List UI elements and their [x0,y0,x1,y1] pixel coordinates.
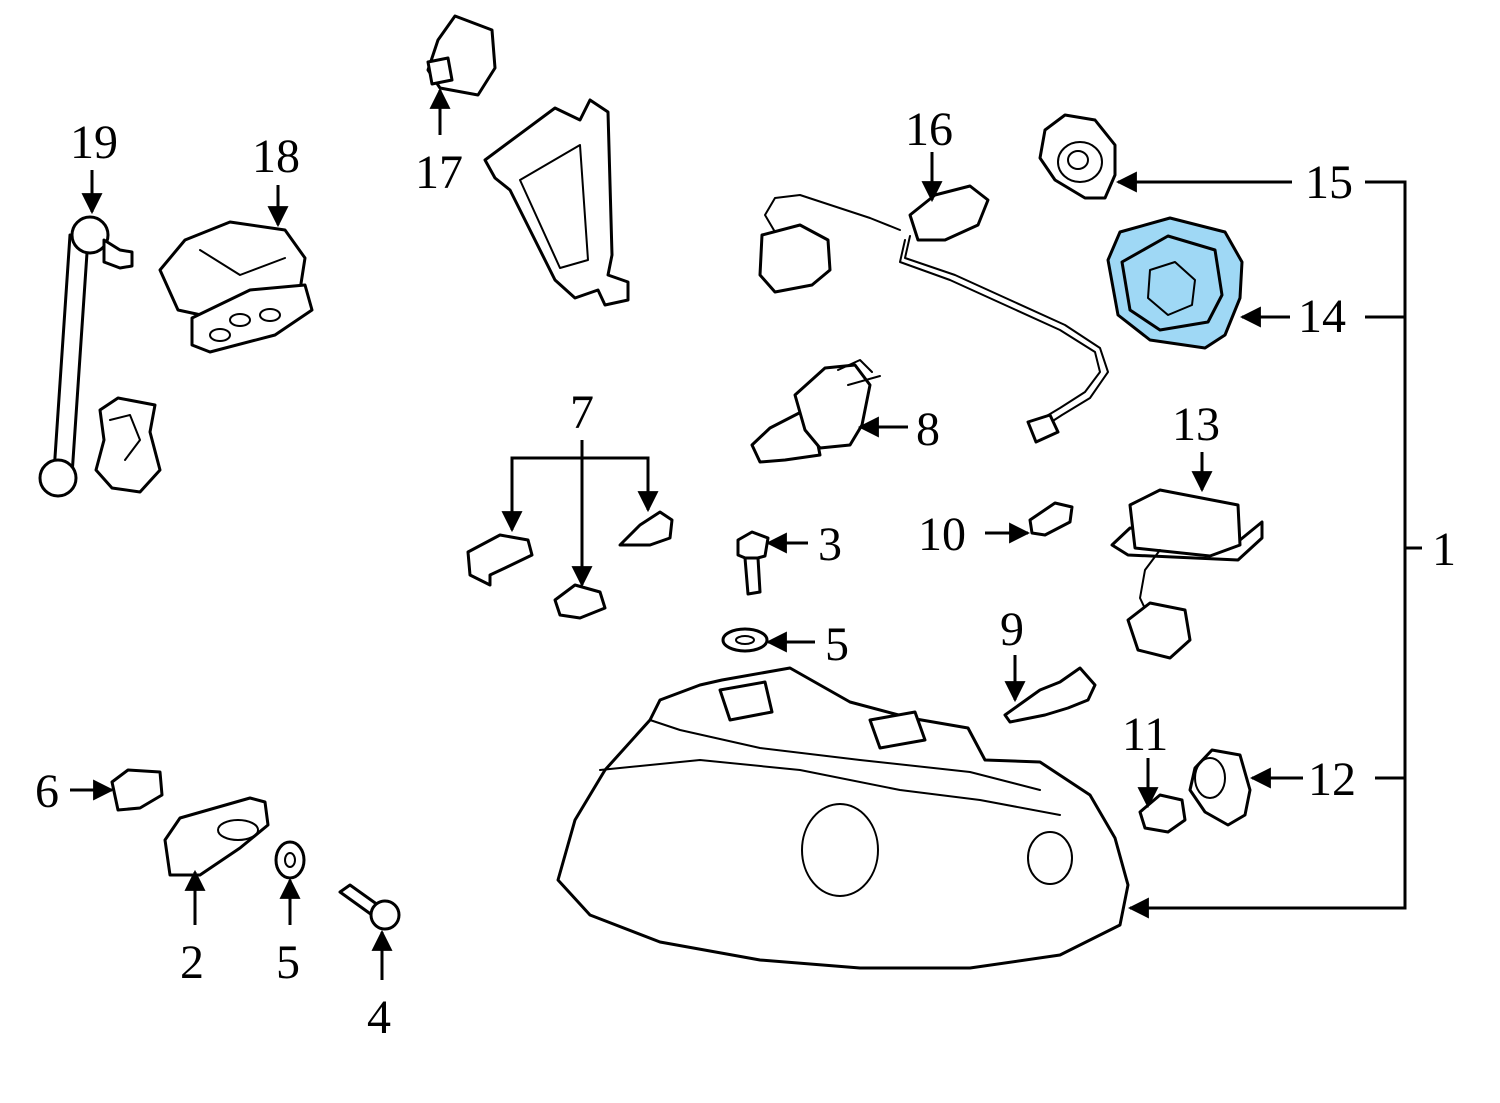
callout-9: 9 [1000,603,1024,656]
part-1-headlamp-assembly[interactable] [556,666,1130,970]
part-5-washer-b[interactable] [274,840,306,880]
part-6-clip[interactable] [110,768,164,812]
callout-7: 7 [570,386,594,439]
callout-5-upper: 5 [825,618,849,671]
leader-arrows [70,87,1303,980]
part-7-clips[interactable] [466,510,674,620]
callout-13: 13 [1172,398,1220,451]
part-10-bulb[interactable] [1028,501,1074,537]
part-4-screw[interactable] [338,883,401,931]
part-9-bulb[interactable] [1003,666,1097,724]
callout-4: 4 [367,991,391,1044]
callout-18: 18 [252,130,300,183]
part-14-cover-highlighted[interactable] [1106,216,1244,350]
part-2-adjuster[interactable] [163,796,270,877]
part-5-washer-a[interactable] [721,627,769,653]
callout-12: 12 [1308,753,1356,806]
callout-14: 14 [1298,290,1346,343]
callout-6: 6 [35,765,59,818]
part-16-wiring-harness[interactable] [758,184,1109,444]
callout-2: 2 [180,936,204,989]
part-17-module-bracket[interactable] [426,14,630,307]
callout-1-bracket [1127,180,1407,919]
callout-16: 16 [905,103,953,156]
callout-3: 3 [818,518,842,571]
part-19-leveling-link[interactable] [38,215,162,498]
part-18-leveling-sensor[interactable] [158,220,314,354]
callout-8: 8 [916,403,940,456]
part-13-ballast[interactable] [1110,488,1264,660]
callout-11: 11 [1122,708,1168,761]
callout-19: 19 [70,116,118,169]
callout-17: 17 [415,146,463,199]
part-3-bolt[interactable] [736,530,770,596]
callout-10: 10 [918,508,966,561]
callout-1: 1 [1432,523,1456,576]
part-8-headlamp-bulb[interactable] [750,359,881,464]
callout-5-lower: 5 [276,936,300,989]
part-12-socket[interactable] [1188,748,1252,827]
callout-15: 15 [1305,156,1353,209]
part-15-cap[interactable] [1038,113,1117,200]
